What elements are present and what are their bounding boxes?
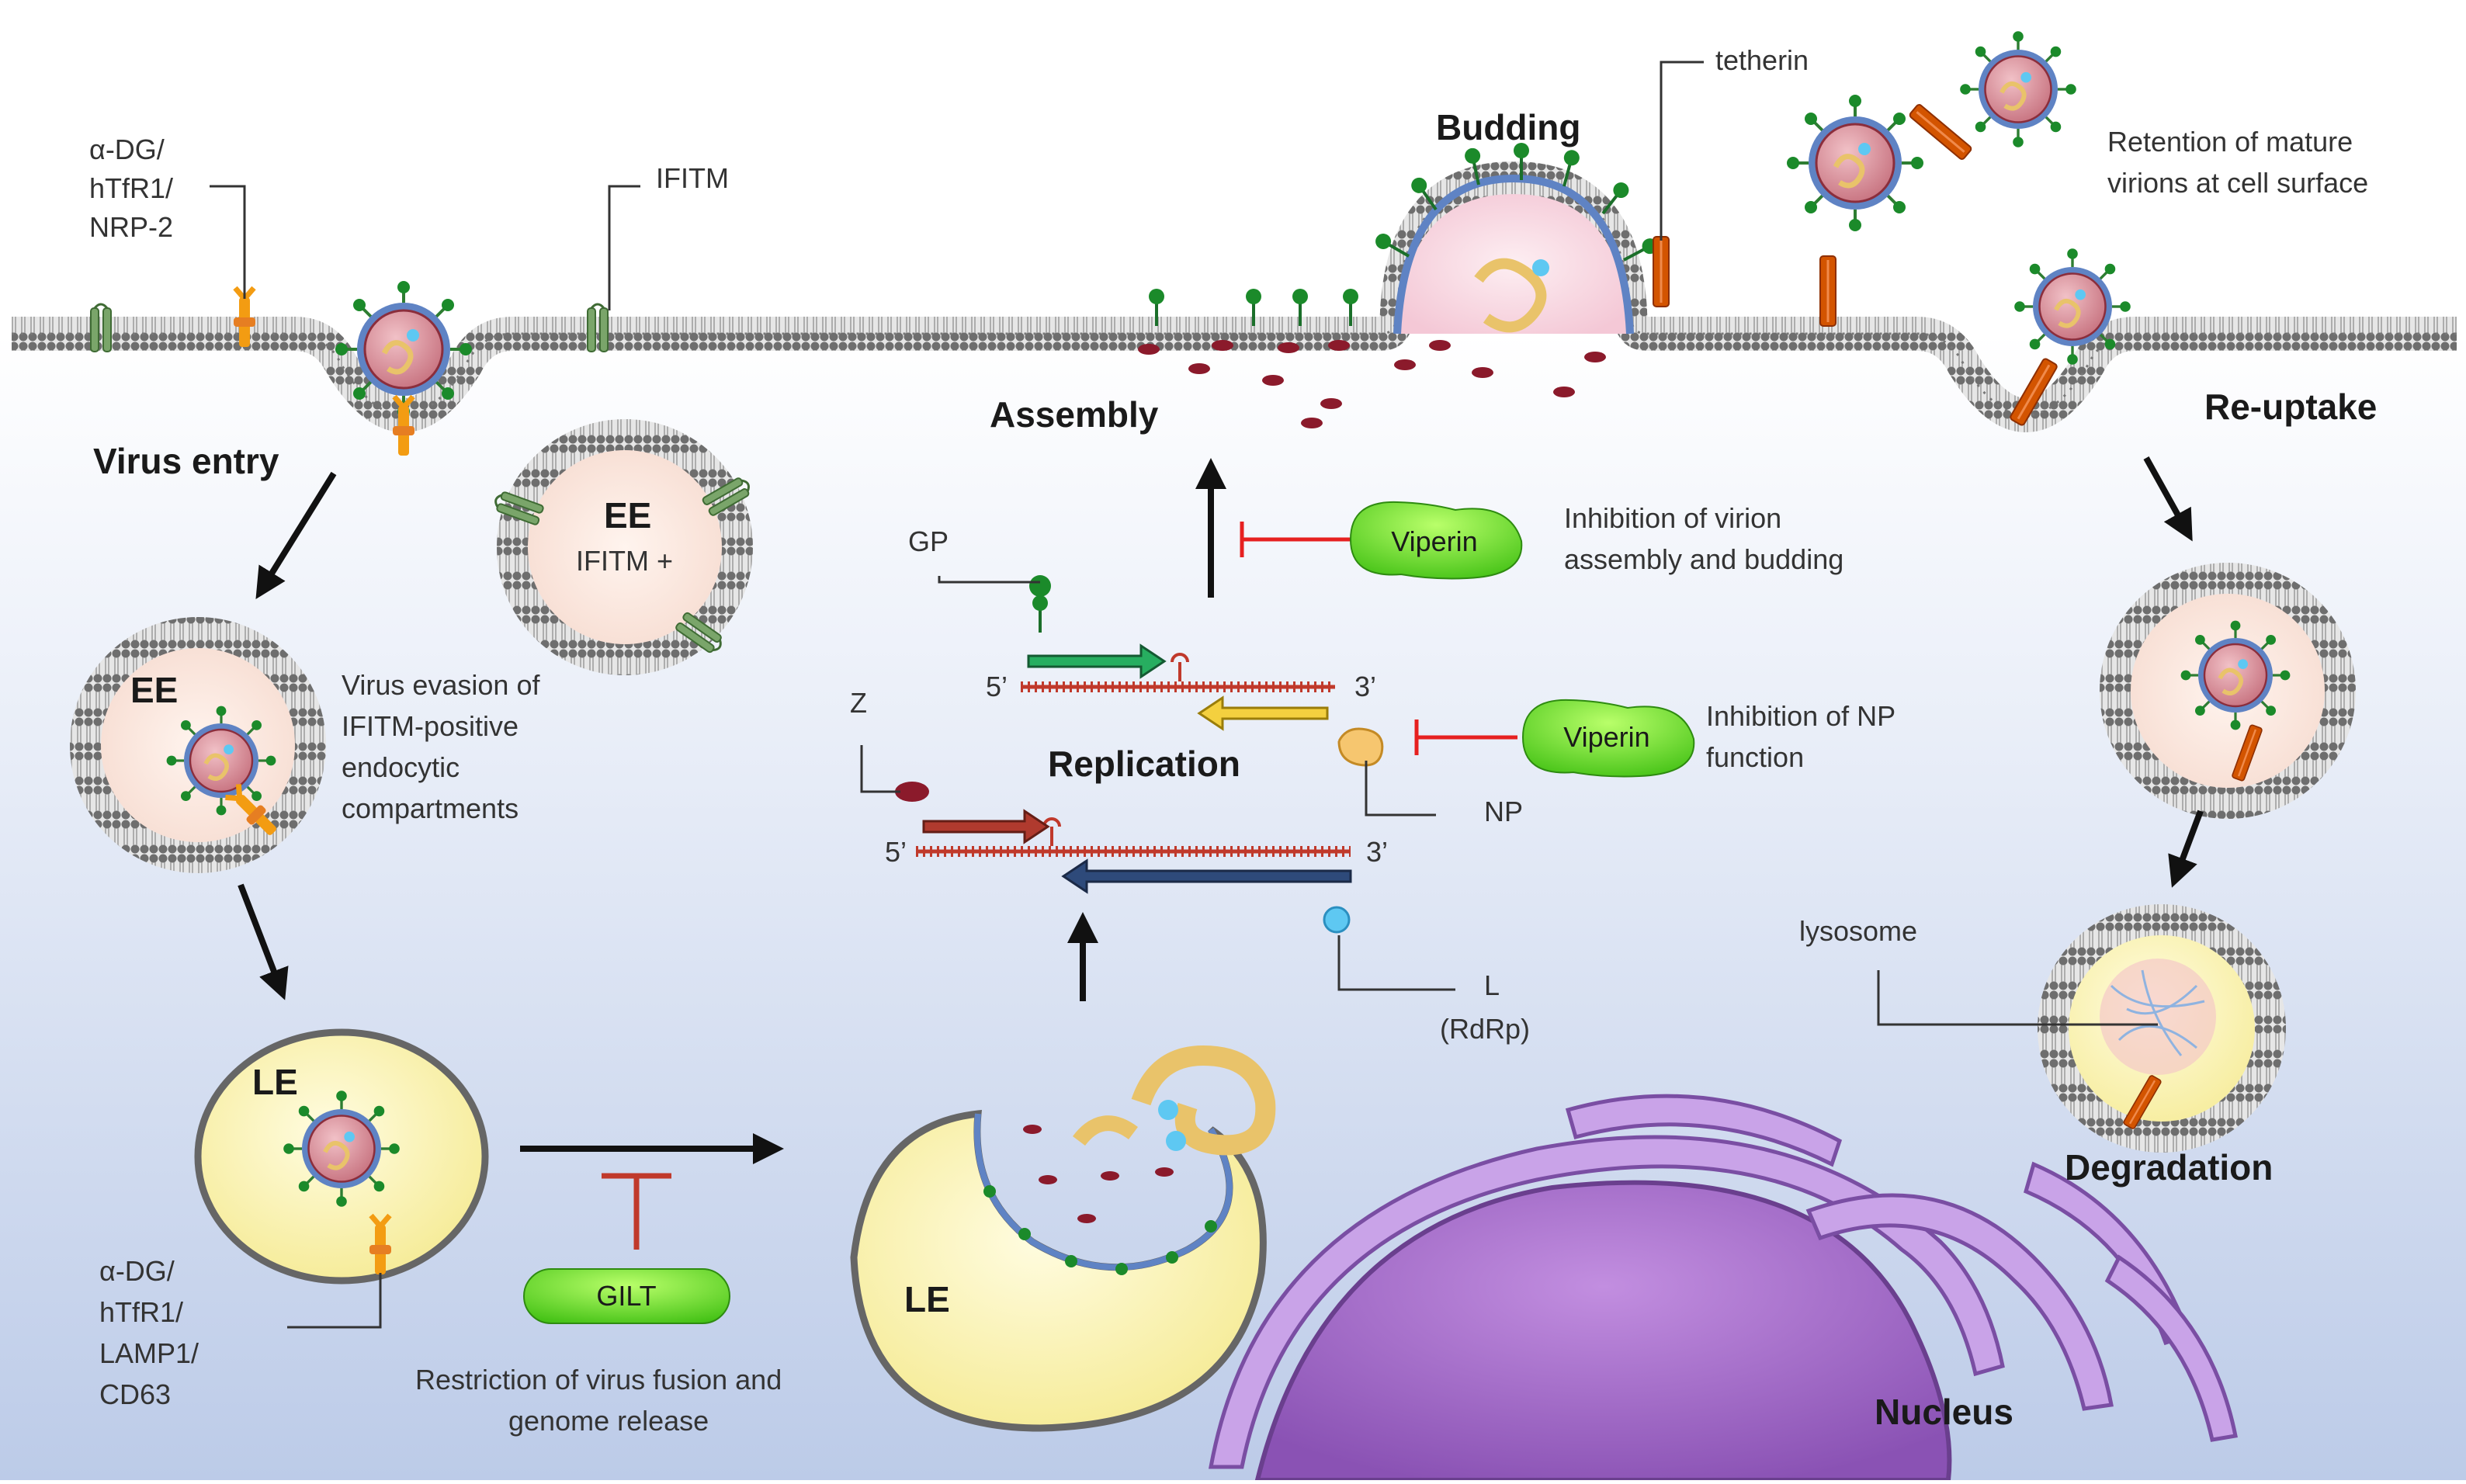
- viperin-desc-1b: assembly and budding: [1564, 543, 1843, 575]
- l-mrna-arrow: [1061, 858, 1352, 894]
- nucleus: [1254, 1180, 1952, 1482]
- viperin-desc-2b: function: [1706, 741, 1804, 773]
- budding-nucleocapsid: [1474, 258, 1547, 333]
- evasion-label-4: compartments: [342, 792, 519, 824]
- ee-label-left: EE: [130, 670, 178, 710]
- three-prime-bottom: 3’: [1366, 836, 1388, 868]
- budding-envelope: [1393, 174, 1634, 335]
- gilt-label: GILT: [596, 1280, 656, 1312]
- early-endosome-ifitm: [497, 419, 753, 675]
- tetherin-protein-2: [1819, 255, 1837, 328]
- virus-entry-title: Virus entry: [93, 441, 279, 481]
- restriction-label-2: genome release: [508, 1405, 709, 1437]
- ifitm-plus-label: IFITM +: [576, 545, 673, 577]
- l-polymerase-icon: [1323, 906, 1351, 934]
- reuptake-endosome-virion: [2181, 621, 2291, 730]
- endoplasmic-reticulum: [1209, 1094, 2238, 1469]
- evasion-label-3: endocytic: [342, 751, 460, 783]
- late-endosome-virion: [283, 1090, 400, 1207]
- viperin-desc-1a: Inhibition of virion: [1564, 502, 1781, 534]
- z-protein-icon: [895, 782, 929, 802]
- le-glycoproteins: [983, 1185, 1217, 1275]
- three-prime-top: 3’: [1354, 671, 1376, 702]
- replication-title: Replication: [1048, 744, 1240, 784]
- gp-label: GP: [908, 525, 949, 557]
- z-mrna-arrow: [922, 809, 1050, 844]
- np-mrna-arrow: [1197, 695, 1329, 731]
- gp-head-icon: [1029, 575, 1051, 597]
- released-polymerase-1: [1158, 1100, 1178, 1120]
- released-nucleocapsid: [1131, 1045, 1276, 1156]
- z-label: Z: [850, 687, 867, 719]
- receptor-bottom-label-3: LAMP1/: [99, 1337, 199, 1369]
- nucleus-title: Nucleus: [1875, 1392, 2013, 1432]
- le-label-left: LE: [252, 1062, 298, 1102]
- l-label: L: [1484, 969, 1500, 1001]
- viperin-label-1: Viperin: [1391, 525, 1477, 557]
- receptor-top-label-2: hTfR1/: [89, 172, 173, 204]
- evasion-label-2: IFITM-positive: [342, 710, 519, 742]
- reuptake-virion: [2014, 248, 2131, 365]
- assembly-title: Assembly: [990, 394, 1159, 435]
- gilt-pill: GILT: [523, 1268, 730, 1324]
- receptor-top-label-3: NRP-2: [89, 211, 173, 243]
- inhibition-viperin-1: [1240, 522, 1358, 557]
- released-nucleocapsid-2: [1073, 1115, 1138, 1146]
- degradation-title: Degradation: [2065, 1147, 2273, 1188]
- tethered-virion-2: [1960, 31, 2076, 147]
- receptor-bottom-label-1: α-DG/: [99, 1255, 175, 1287]
- five-prime-bottom: 5’: [885, 836, 907, 868]
- tethered-virion-1: [1787, 95, 1923, 231]
- np-protein-icon: [1337, 727, 1384, 767]
- z-protein-particles: [1138, 340, 1606, 428]
- inhibition-viperin-2: [1414, 719, 1517, 755]
- leader-lines: [210, 61, 2158, 1329]
- evasion-label-1: Virus evasion of: [342, 669, 540, 701]
- le-label-center: LE: [904, 1279, 950, 1319]
- inhibition-gilt: [602, 1173, 671, 1250]
- retention-label-2: virions at cell surface: [2107, 167, 2368, 199]
- le-z-particles: [1023, 1125, 1174, 1223]
- entering-virion: [335, 281, 472, 418]
- lysosome-label: lysosome: [1799, 915, 1917, 947]
- endosome-virion: [167, 706, 276, 816]
- restriction-label-1: Restriction of virus fusion and: [415, 1364, 782, 1396]
- gp-mrna-arrow: [1027, 643, 1167, 679]
- viperin-pill-1: Viperin: [1349, 501, 1523, 580]
- five-prime-top: 5’: [986, 671, 1008, 702]
- viperin-pill-2: Viperin: [1521, 699, 1695, 778]
- np-label: NP: [1484, 796, 1523, 827]
- receptor-top-label-1: α-DG/: [89, 133, 165, 165]
- tetherin-protein-1: [1652, 235, 1670, 308]
- rna-strand-top: [1021, 653, 1335, 692]
- reuptake-title: Re-uptake: [2204, 387, 2377, 427]
- receptor-bottom-label-2: hTfR1/: [99, 1296, 183, 1328]
- tetherin-protein-4: [1907, 102, 1974, 162]
- budding-polymerase: [1532, 259, 1549, 276]
- ifitm-top-label: IFITM: [656, 162, 729, 194]
- tetherin-label: tetherin: [1715, 44, 1809, 76]
- degraded-debris: [2110, 969, 2205, 1056]
- released-polymerase-2: [1166, 1131, 1186, 1151]
- ee-label-top: EE: [604, 495, 651, 536]
- rdrp-label: (RdRp): [1440, 1013, 1530, 1045]
- viperin-desc-2a: Inhibition of NP: [1706, 700, 1895, 732]
- retention-label-1: Retention of mature: [2107, 126, 2353, 158]
- process-arrows: [238, 456, 2204, 1164]
- budding-title: Budding: [1436, 107, 1581, 147]
- receptor-bottom-label-4: CD63: [99, 1378, 171, 1410]
- viperin-label-2: Viperin: [1563, 721, 1649, 753]
